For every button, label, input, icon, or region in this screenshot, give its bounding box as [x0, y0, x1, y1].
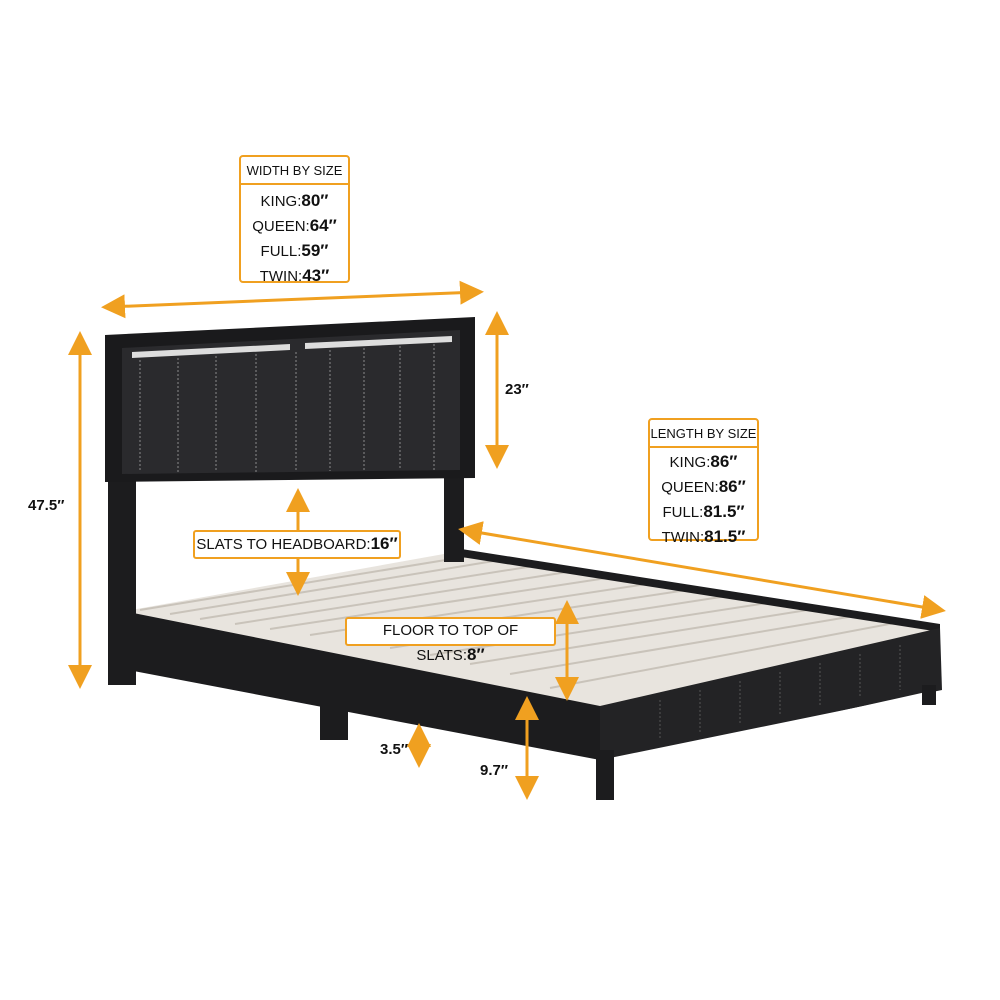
length-box-title: LENGTH BY SIZE [650, 420, 757, 448]
size-label: TWIN: [661, 529, 705, 546]
size-value: 86″ [710, 452, 738, 471]
size-label: TWIN: [259, 268, 303, 285]
length-row-king: KING:86″ [650, 450, 757, 475]
size-value: 59″ [301, 241, 329, 260]
headboard-stitching [139, 344, 435, 472]
size-label: QUEEN: [661, 479, 719, 496]
side-rail [118, 610, 600, 760]
headboard-height-label: 23″ [505, 381, 529, 398]
headboard-post [108, 470, 136, 685]
leg [596, 750, 614, 800]
rail-height-label: 9.7″ [480, 762, 509, 779]
width-row-full: FULL:59″ [241, 239, 348, 264]
foot-rail [600, 628, 942, 760]
width-row-king: KING:80″ [241, 189, 348, 214]
label-value: 16″ [370, 534, 398, 553]
length-by-size-box: LENGTH BY SIZE KING:86″ QUEEN:86″ FULL:8… [648, 418, 759, 546]
size-value: 43″ [302, 266, 330, 285]
headboard-post [444, 470, 464, 562]
width-by-size-box: WIDTH BY SIZE KING:80″ QUEEN:64″ FULL:59… [239, 155, 350, 285]
leg-height-label: 3.5″ [380, 741, 409, 758]
width-box-title: WIDTH BY SIZE [241, 157, 348, 185]
slats-to-headboard-label: SLATS TO HEADBOARD:16″ [193, 530, 401, 559]
size-label: KING: [669, 454, 711, 471]
width-row-queen: QUEEN:64″ [241, 214, 348, 239]
label-text: SLATS TO HEADBOARD: [196, 536, 371, 553]
size-value: 81.5″ [704, 527, 746, 546]
length-row-twin: TWIN:81.5″ [650, 525, 757, 550]
size-value: 81.5″ [703, 502, 745, 521]
total-height-label: 47.5″ [28, 497, 65, 514]
label-value: 8″ [466, 645, 485, 664]
label-text: FLOOR TO TOP OF SLATS: [382, 622, 519, 664]
size-value: 80″ [301, 191, 329, 210]
size-label: QUEEN: [252, 218, 310, 235]
width-row-twin: TWIN:43″ [241, 264, 348, 289]
length-row-queen: QUEEN:86″ [650, 475, 757, 500]
floor-to-slats-label: FLOOR TO TOP OF SLATS:8″ [345, 617, 556, 664]
size-label: FULL: [662, 504, 704, 521]
size-label: KING: [260, 193, 302, 210]
leg [922, 685, 936, 705]
size-value: 64″ [309, 216, 337, 235]
dimension-arrows [68, 280, 946, 800]
size-value: 86″ [718, 477, 746, 496]
length-row-full: FULL:81.5″ [650, 500, 757, 525]
leg [320, 690, 348, 740]
size-label: FULL: [260, 243, 302, 260]
